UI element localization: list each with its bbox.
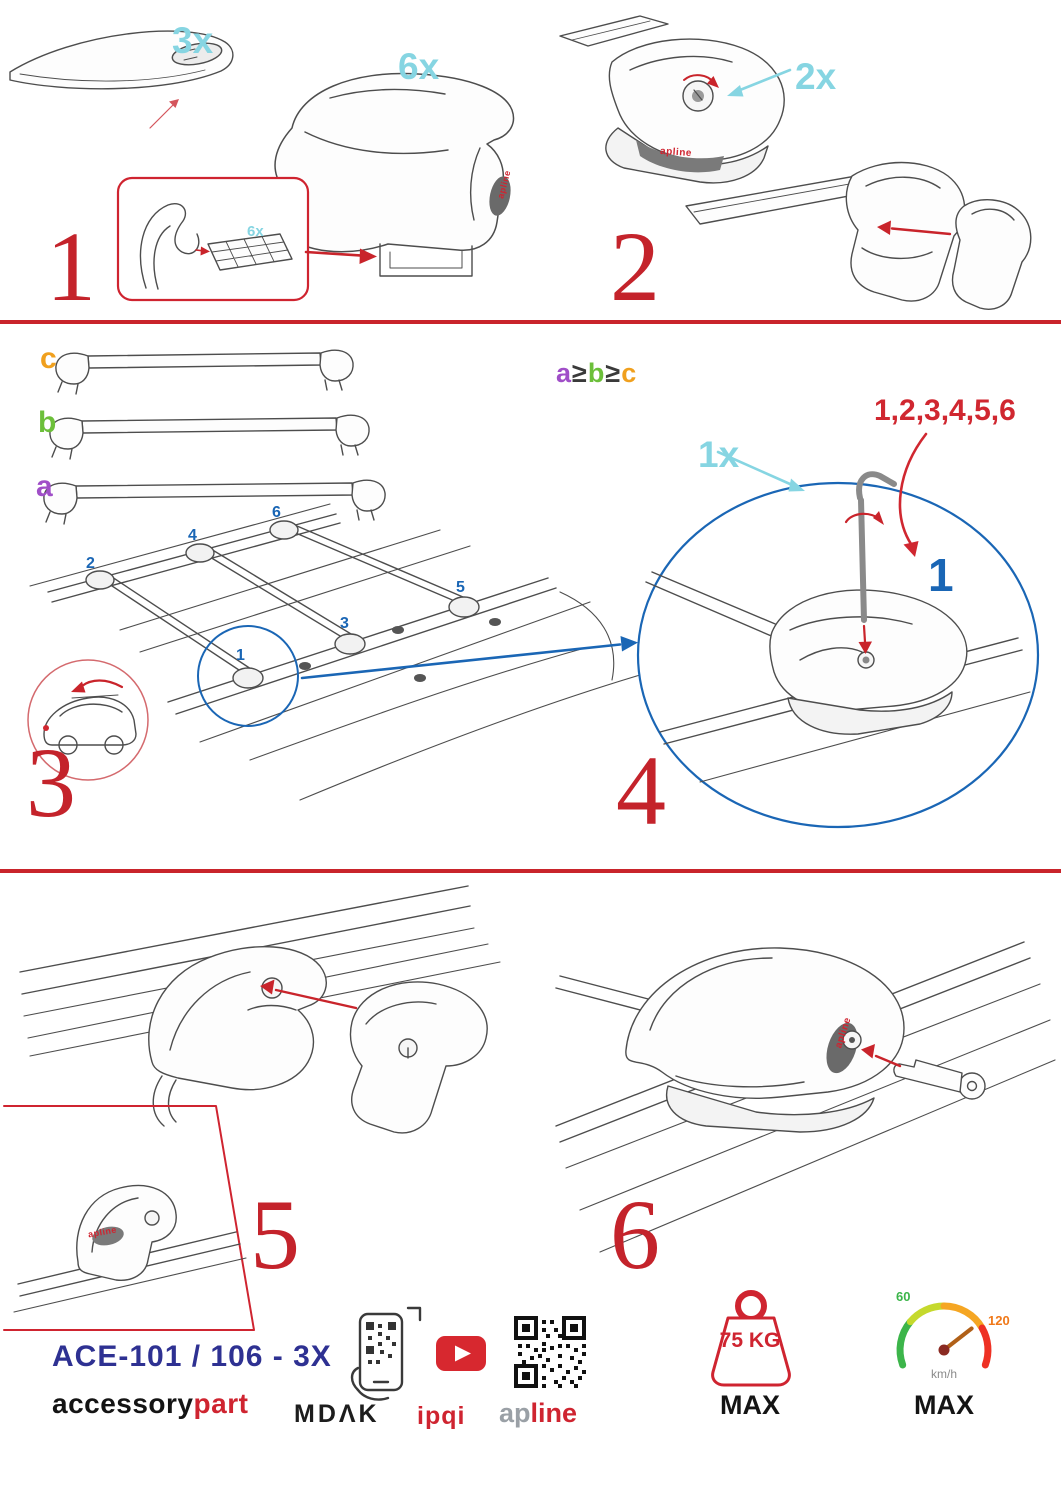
magnified-foot-drawing <box>636 471 1040 829</box>
speed-high-label: 120 <box>988 1313 1010 1328</box>
speed-low-label: 60 <box>896 1289 911 1304</box>
foot-brand-step2: apline <box>659 145 693 160</box>
length-rule: a≥b≥c <box>556 360 637 387</box>
step3-number: 3 <box>26 727 76 838</box>
step4-number: 4 <box>616 735 666 846</box>
step1-number: 1 <box>46 211 96 322</box>
phone-qr-scan-icon <box>350 1306 422 1401</box>
brand-accessorypart: accessorypart <box>52 1390 248 1418</box>
logo-mdak: MDΛK <box>294 1400 380 1428</box>
pad-quantity-label: 6x <box>247 223 264 240</box>
rule-ge2: ≥ <box>605 358 622 388</box>
foot-assembly-drawing <box>274 72 515 277</box>
position-label-4: 4 <box>188 527 197 544</box>
step2-number: 2 <box>610 211 660 322</box>
section-divider-2 <box>0 869 1061 873</box>
cyan-arrow-2x <box>727 68 792 97</box>
position-label-2: 2 <box>86 555 95 572</box>
red-curve-arrow-sequence <box>898 432 928 557</box>
crossbar-b-drawing <box>49 414 370 460</box>
crossbar-c-drawing <box>55 349 354 395</box>
weight-max-label: MAX <box>720 1390 780 1420</box>
brand-part: part <box>193 1388 249 1419</box>
section-divider-1 <box>0 320 1061 324</box>
rule-ge1: ≥ <box>572 358 588 388</box>
position-label-5: 5 <box>456 579 465 596</box>
step2-endcap-drawing <box>685 161 1032 310</box>
youtube-icon <box>436 1336 486 1371</box>
qr-code <box>512 1314 588 1390</box>
weight-value: 75 KG <box>719 1329 781 1352</box>
step2-foot-lock-drawing <box>559 15 785 184</box>
logo-apline: apline <box>499 1400 577 1427</box>
bar-label-c: c <box>40 342 57 375</box>
step1-step2-drawings <box>9 15 1032 310</box>
red-arrow-to-tube <box>149 99 179 129</box>
car-roof-drawing <box>29 503 641 801</box>
logo-apline-ap: ap <box>499 1398 531 1428</box>
blue-arrow-to-detail <box>300 636 638 680</box>
foot-brand-step1: apline <box>495 169 513 200</box>
rule-a: a <box>556 358 573 388</box>
model-number: ACE-101 / 106 - 3X <box>52 1340 332 1373</box>
step5-number: 5 <box>250 1179 300 1290</box>
tighten-sequence-label: 1,2,3,4,5,6 <box>874 394 1016 427</box>
rule-b: b <box>587 358 606 388</box>
logo-ipqi: ipqi <box>417 1402 466 1430</box>
rubber-pad-inset <box>116 176 310 302</box>
foot-brand-step5: apline <box>87 1224 118 1240</box>
foot-quantity-label: 6x <box>398 46 440 87</box>
bar-label-a: a <box>36 470 53 503</box>
step5-inset-drawing <box>3 1105 255 1331</box>
step6-number: 6 <box>610 1179 660 1290</box>
lock-quantity-label: 2x <box>795 56 837 97</box>
brand-accessory: accessory <box>52 1388 194 1419</box>
foot-brand-step6: apline <box>833 1015 854 1050</box>
position-label-1: 1 <box>236 647 245 664</box>
step5-foot-cover-drawing <box>19 885 501 1134</box>
speed-unit-label: km/h <box>930 1367 957 1381</box>
tool-quantity-label: 1x <box>698 434 740 475</box>
speed-max-label: MAX <box>914 1390 974 1420</box>
position-label-3: 3 <box>340 615 349 632</box>
bar-quantity-label: 3x <box>172 20 214 61</box>
weight-limit-icon <box>711 1290 791 1387</box>
position-label-6: 6 <box>272 504 281 521</box>
rule-c: c <box>621 358 638 388</box>
step5-step6-drawings <box>3 885 1056 1331</box>
speedometer-icon <box>896 1302 992 1369</box>
crossbar-a-drawing <box>43 479 386 525</box>
red-arrow-pad-to-foot <box>304 248 377 264</box>
bar-label-b: b <box>38 406 57 439</box>
logo-apline-line: line <box>530 1398 578 1428</box>
sequence-first-label: 1 <box>928 549 954 601</box>
